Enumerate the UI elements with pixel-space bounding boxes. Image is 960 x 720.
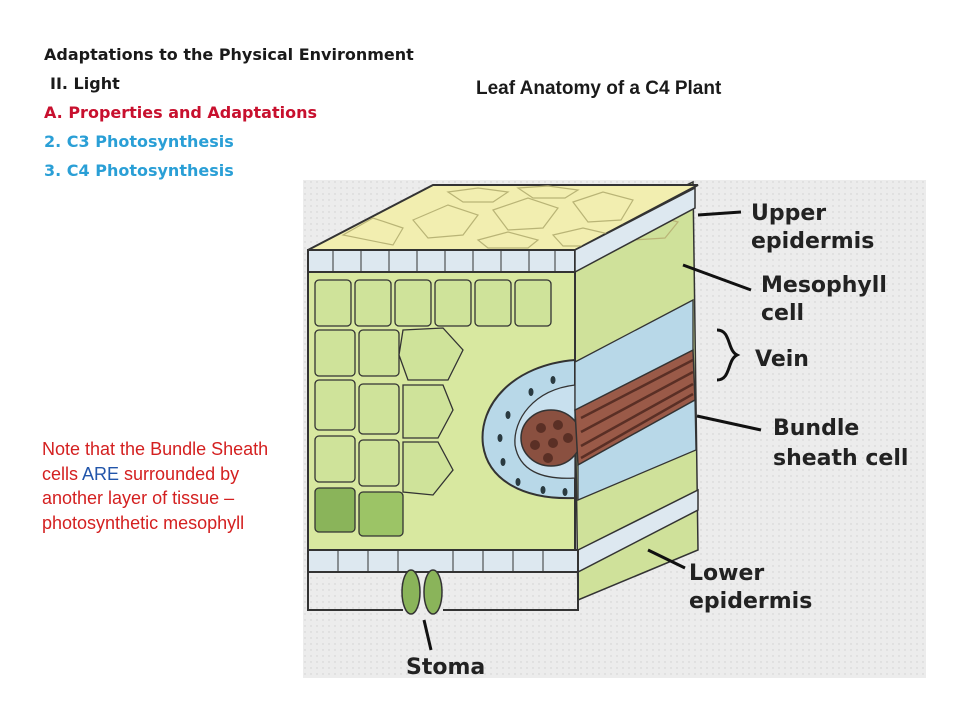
outline-section: II. Light bbox=[50, 74, 120, 93]
leaf-block-illustration bbox=[307, 180, 699, 615]
label-bundle-sheath-line1: Bundle bbox=[773, 416, 859, 441]
label-pointers bbox=[422, 210, 762, 651]
slide-outline: Adaptations to the Physical Environment … bbox=[44, 40, 414, 185]
label-stoma: Stoma bbox=[406, 655, 485, 678]
label-upper-epidermis-line2: epidermis bbox=[751, 229, 874, 254]
note-text: Note that the Bundle Sheath cells ARE su… bbox=[42, 437, 292, 535]
label-mesophyll-line2: cell bbox=[761, 301, 804, 326]
label-bundle-sheath-line2: sheath cell bbox=[773, 446, 908, 471]
label-mesophyll-line1: Mesophyll bbox=[761, 273, 887, 298]
outline-item-2: 2. C3 Photosynthesis bbox=[44, 132, 234, 151]
note-part-1: Note that the Bundle Sheath cells bbox=[42, 439, 269, 484]
structure-labels: Upper epidermis Mesophyll cell Vein Bund… bbox=[406, 201, 908, 678]
label-lower-epidermis-line2: epidermis bbox=[689, 589, 812, 614]
outline-item-a: A. Properties and Adaptations bbox=[44, 103, 317, 122]
label-vein: Vein bbox=[755, 347, 809, 372]
note-emphasis: ARE bbox=[82, 463, 120, 484]
leaf-anatomy-svg: Upper epidermis Mesophyll cell Vein Bund… bbox=[303, 180, 926, 678]
outline-heading: Adaptations to the Physical Environment bbox=[44, 45, 414, 64]
leaf-anatomy-figure: Upper epidermis Mesophyll cell Vein Bund… bbox=[303, 180, 926, 678]
label-lower-epidermis-line1: Lower bbox=[689, 561, 764, 586]
diagram-title: Leaf Anatomy of a C4 Plant bbox=[476, 78, 722, 99]
outline-item-3: 3. C4 Photosynthesis bbox=[44, 161, 234, 180]
label-upper-epidermis-line1: Upper bbox=[751, 201, 826, 226]
note-part-2: surrounded by another layer of tissue – … bbox=[42, 463, 245, 533]
